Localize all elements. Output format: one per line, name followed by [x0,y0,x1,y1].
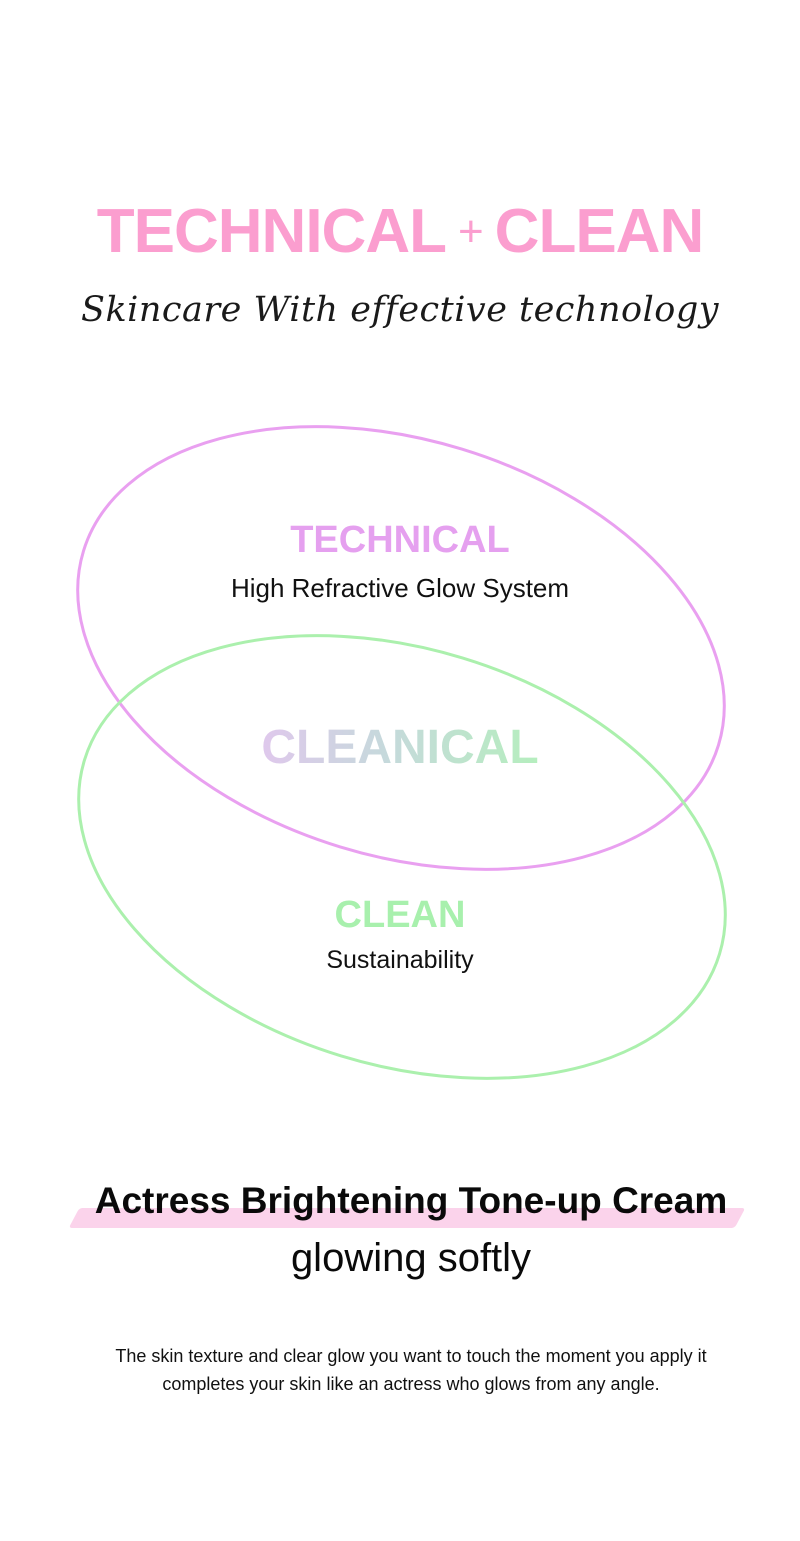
description-line-1: The skin texture and clear glow you want… [115,1346,707,1366]
product-description: The skin texture and clear glow you want… [0,1342,800,1398]
clean-title: CLEAN [334,894,466,936]
headline-technical: TECHNICAL [96,197,447,266]
clean-ellipse [77,634,727,1080]
headline-plus: + [457,207,484,256]
product-name: Actress Brightening Tone-up Cream [94,1180,728,1221]
script-tagline: Skincare With effective technology [80,290,720,330]
hero-headline: TECHNICAL+CLEAN [0,196,800,267]
description-line-2: completes your skin like an actress who … [162,1374,660,1394]
venn-diagram [76,425,727,1080]
clean-subtitle: Sustainability [326,946,474,974]
headline-clean: CLEAN [494,197,705,266]
technical-subtitle: High Refractive Glow System [230,573,570,603]
cleanical-label: CLEANICAL [261,721,539,774]
technical-title: TECHNICAL [290,519,510,561]
technical-ellipse [76,425,726,871]
product-tagline: glowing softly [290,1236,532,1280]
cleanical-title: CLEANICAL [0,720,800,775]
